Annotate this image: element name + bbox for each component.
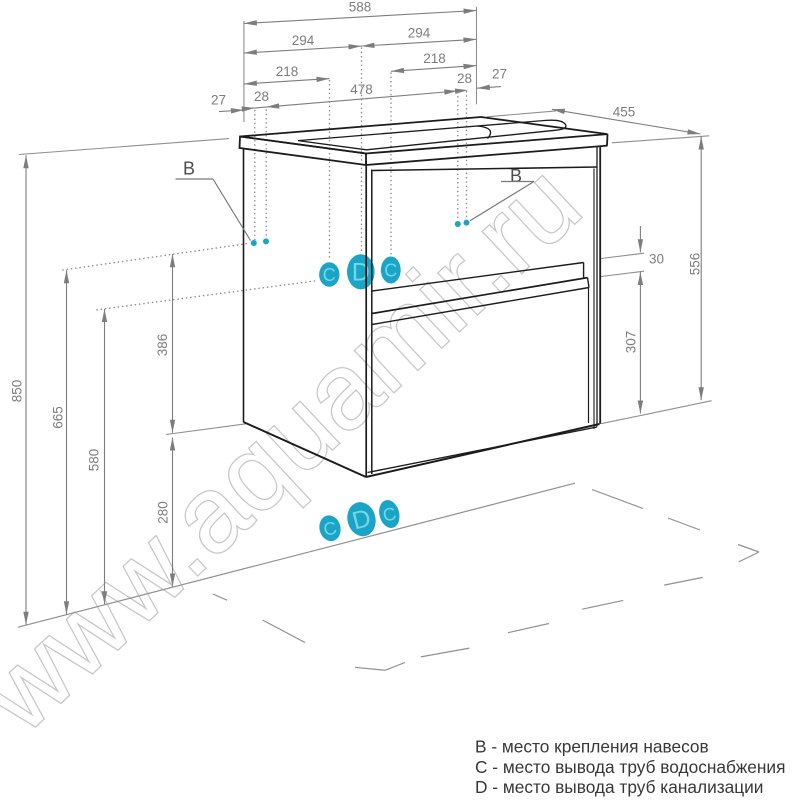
svg-text:588: 588	[349, 0, 372, 15]
svg-text:28: 28	[457, 71, 472, 86]
svg-text:C - место вывода труб водоснаб: C - место вывода труб водоснабжения	[475, 757, 785, 777]
svg-text:294: 294	[408, 26, 431, 41]
svg-text:B: B	[510, 166, 522, 186]
svg-text:294: 294	[292, 33, 315, 48]
svg-text:C: C	[321, 517, 338, 540]
svg-text:B - место крепления навесов: B - место крепления навесов	[475, 737, 709, 757]
svg-text:C: C	[323, 265, 336, 285]
svg-text:D: D	[352, 258, 370, 286]
svg-text:218: 218	[423, 51, 446, 66]
svg-text:556: 556	[687, 253, 702, 276]
svg-text:30: 30	[649, 252, 664, 267]
svg-text:27: 27	[211, 93, 226, 108]
svg-text:455: 455	[613, 105, 636, 120]
svg-text:218: 218	[276, 64, 299, 79]
svg-text:307: 307	[623, 331, 638, 354]
svg-text:386: 386	[155, 334, 170, 357]
svg-text:C: C	[381, 503, 398, 526]
svg-text:28: 28	[254, 89, 269, 104]
svg-text:27: 27	[492, 67, 507, 82]
svg-text:850: 850	[9, 380, 24, 403]
svg-text:478: 478	[350, 82, 373, 97]
svg-text:D - место вывода труб канализа: D - место вывода труб канализации	[475, 777, 763, 797]
svg-text:C: C	[384, 261, 397, 281]
svg-text:B: B	[183, 159, 195, 179]
svg-text:665: 665	[50, 406, 65, 429]
svg-text:580: 580	[87, 449, 102, 472]
svg-text:280: 280	[155, 501, 170, 524]
